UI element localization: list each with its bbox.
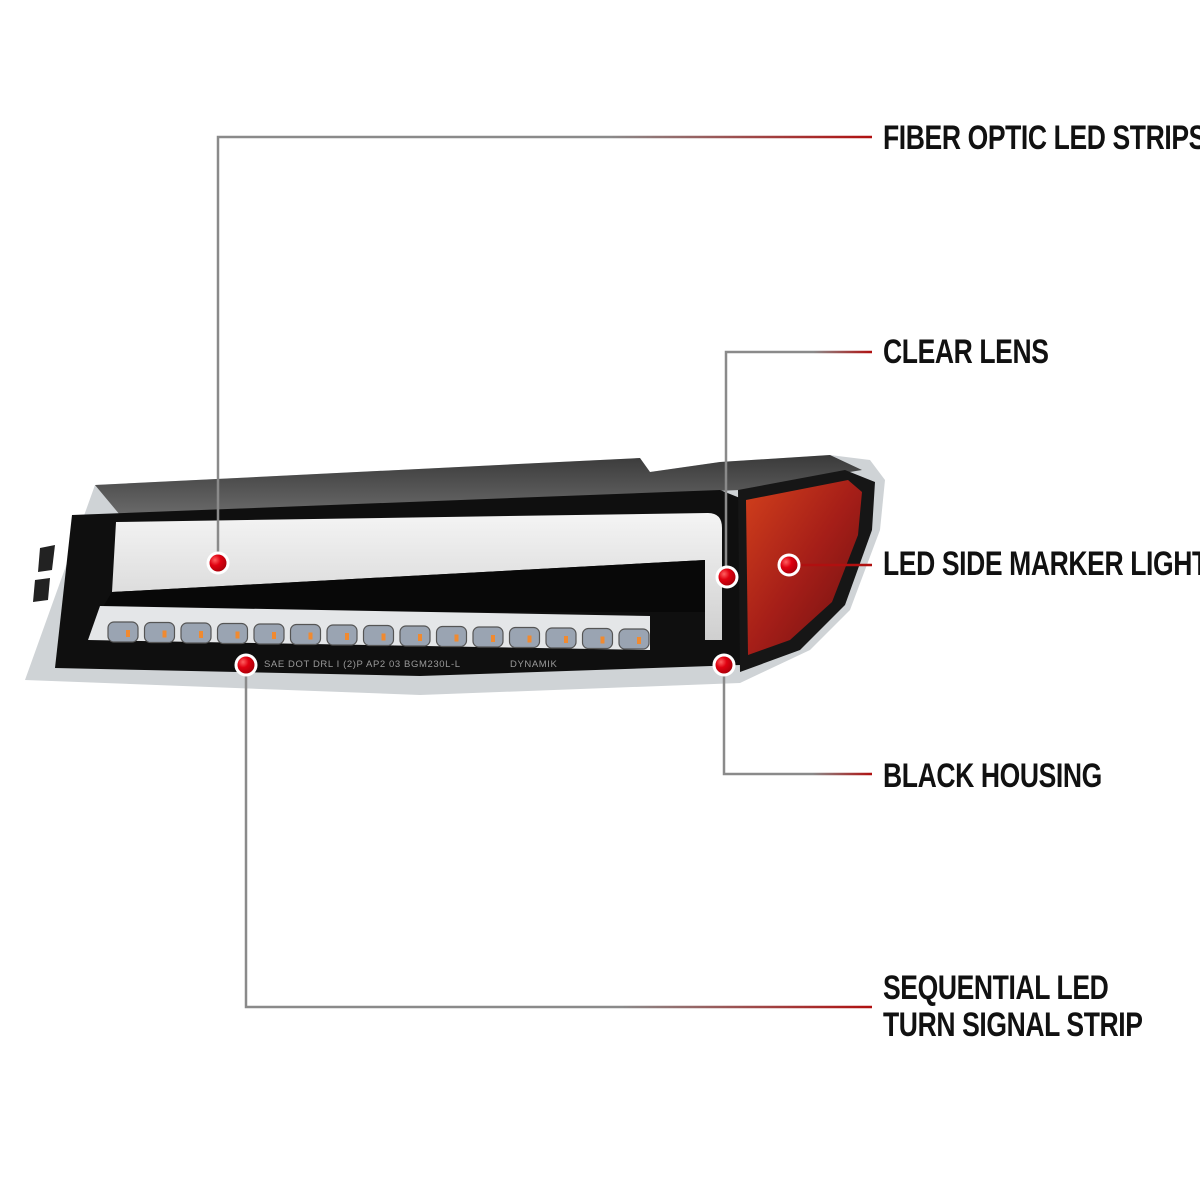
led-chip	[600, 636, 605, 644]
led-cell	[508, 626, 541, 649]
led-cell	[143, 621, 176, 644]
dot-fiber-optic	[206, 551, 230, 575]
led-chip	[126, 630, 130, 637]
side-marker-lens	[746, 480, 862, 655]
fiber-optic-strip	[112, 513, 722, 640]
label-fiber-optic: FIBER OPTIC LED STRIPS	[883, 119, 1200, 157]
dot-clear-lens	[715, 565, 739, 589]
label-clear-lens: CLEAR LENS	[883, 333, 1049, 371]
led-cell	[180, 622, 212, 644]
leader-clear-lens	[724, 350, 872, 577]
led-cell	[253, 623, 285, 645]
led-chip	[345, 633, 349, 640]
led-cell	[545, 627, 577, 649]
led-chip	[527, 635, 532, 643]
led-cell	[326, 624, 358, 646]
led-cell	[289, 623, 322, 646]
leader-black-housing	[722, 665, 872, 776]
label-sequential-line2: TURN SIGNAL STRIP	[883, 1006, 1143, 1044]
led-cell	[435, 625, 468, 648]
led-chip	[308, 632, 313, 640]
led-cell	[216, 622, 249, 645]
led-cell	[362, 624, 395, 647]
led-cell	[472, 626, 504, 648]
led-chip	[235, 631, 240, 639]
led-chip	[491, 635, 495, 642]
led-chip	[381, 633, 386, 641]
leader-fiber-optic	[216, 135, 872, 563]
callout-dots	[206, 551, 801, 677]
led-chip	[272, 632, 276, 639]
brand-mark: DYNAMIK	[510, 659, 558, 670]
led-chip	[454, 634, 459, 642]
dot-side-marker	[777, 553, 801, 577]
led-chip	[199, 631, 203, 638]
led-cell	[581, 627, 614, 650]
dot-black-housing	[712, 653, 736, 677]
led-chip	[162, 630, 167, 638]
led-cell	[399, 625, 431, 647]
dot-sequential	[234, 653, 258, 677]
led-chip	[564, 636, 568, 643]
led-cell	[107, 621, 139, 643]
led-chip	[637, 637, 641, 644]
label-sequential-line1: SEQUENTIAL LED	[883, 969, 1109, 1007]
leader-sequential	[244, 665, 872, 1009]
leader-lines	[216, 135, 872, 1009]
lamp-marking-text: SAE DOT DRL I (2)P AP2 03 BGM230L-L	[264, 659, 461, 670]
led-chip	[418, 634, 422, 641]
led-cell	[618, 628, 650, 650]
label-side-marker: LED SIDE MARKER LIGHT	[883, 545, 1200, 583]
sequential-led-strip	[88, 606, 650, 650]
label-black-housing: BLACK HOUSING	[883, 757, 1102, 795]
